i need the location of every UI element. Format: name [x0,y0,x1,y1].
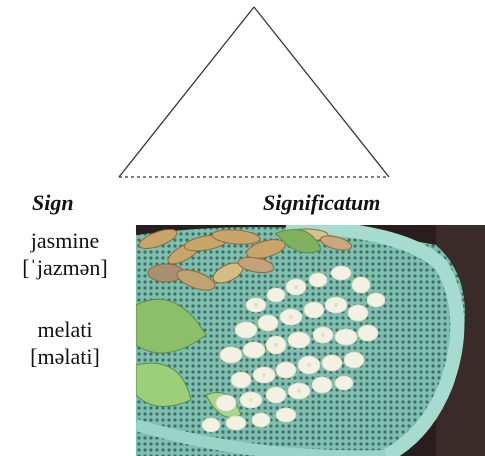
sign-heading: Sign [32,190,74,216]
word-indonesian: melati [0,316,130,343]
significatum-heading: Significatum [263,190,380,216]
semiotic-triangle [0,0,485,190]
jasmine-basket-illustration [136,225,485,456]
triangle-left-edge [119,7,254,177]
sign-english: jasmine [ˈjazmən] [0,227,130,281]
jasmine-photo [136,225,485,456]
sign-indonesian: melati [məlati] [0,316,130,370]
ipa-english: [ˈjazmən] [0,254,130,281]
word-english: jasmine [0,227,130,254]
triangle-right-edge [254,7,389,177]
ipa-indonesian: [məlati] [0,343,130,370]
